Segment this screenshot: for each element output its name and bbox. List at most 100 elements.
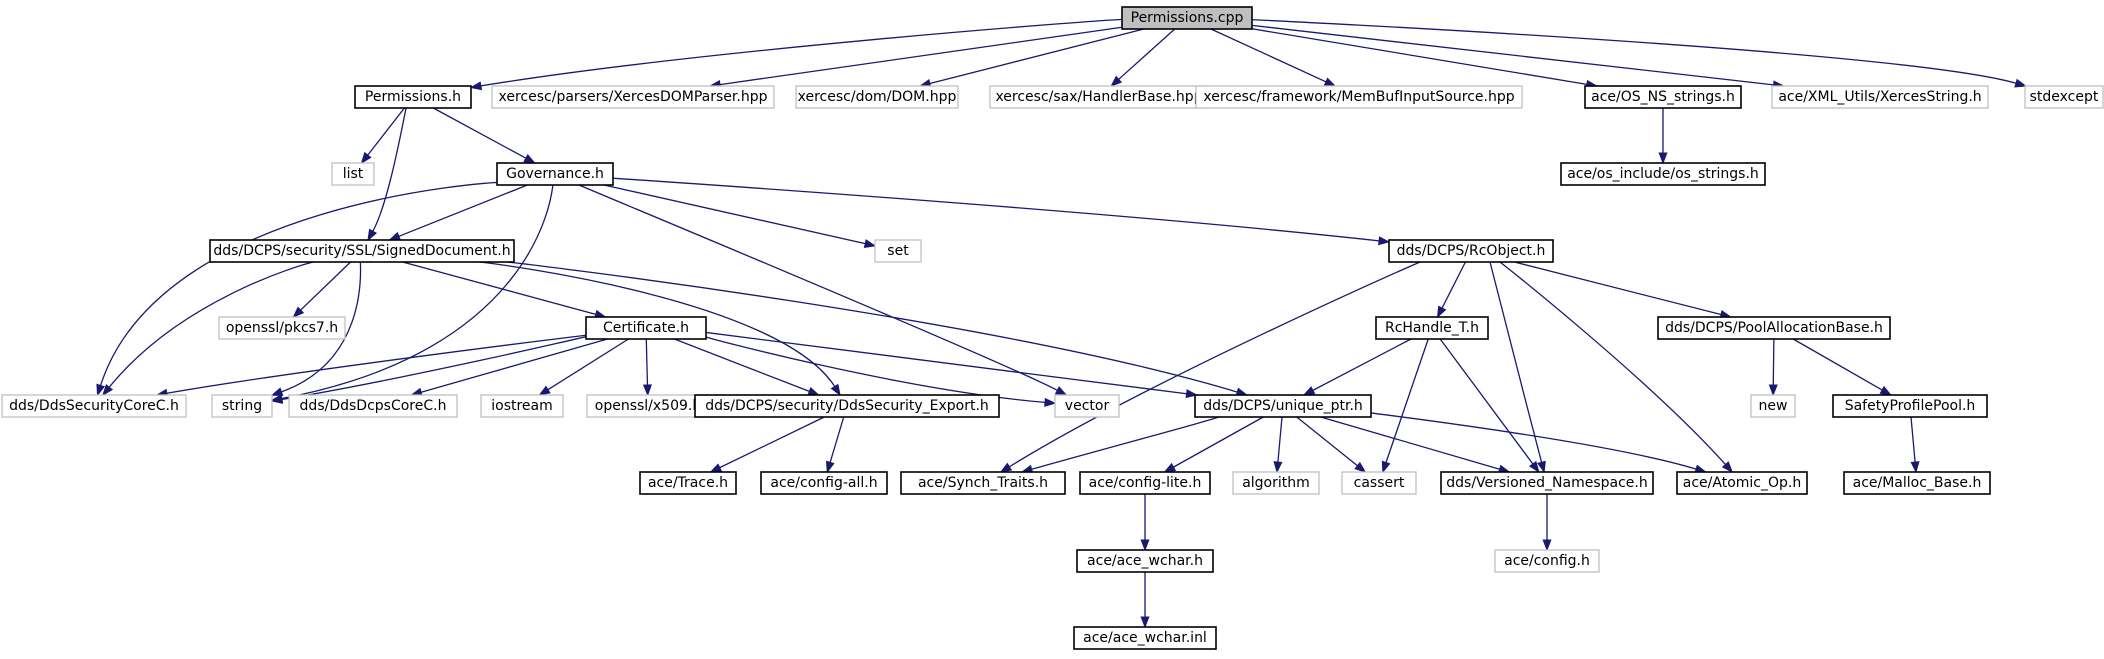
node-label: openssl/x509.h (595, 398, 701, 414)
edge-permissions-cpp-to-xerces-dom (929, 28, 1145, 85)
node-pool-alloc[interactable]: dds/DCPS/PoolAllocationBase.h (1657, 316, 1891, 340)
node-box (1657, 316, 1891, 340)
node-box (288, 394, 458, 418)
node-certificate-h[interactable]: Certificate.h (585, 316, 707, 340)
node-governance-h[interactable]: Governance.h (496, 162, 614, 186)
edge-permissions-cpp-to-os-ns-strings (1251, 28, 1587, 86)
node-rcobject[interactable]: dds/DCPS/RcObject.h (1388, 239, 1554, 263)
edge-certificate-h-to-string-arrowhead (270, 394, 284, 404)
node-label: Governance.h (506, 166, 604, 182)
node-label: openssl/pkcs7.h (226, 320, 338, 336)
edge-safety-pool-to-malloc-base (1910, 416, 1916, 463)
node-label: ace/config-lite.h (1089, 475, 1202, 491)
edge-dds-security-export-to-ace-config-all-arrowhead (825, 460, 835, 474)
node-unique-ptr[interactable]: dds/DCPS/unique_ptr.h (1194, 394, 1372, 418)
edge-pool-alloc-to-safety-pool-arrowhead (1879, 385, 1893, 396)
edge-signed-document-to-dds-security-export-arrowhead (830, 383, 841, 397)
edge-pool-alloc-to-new (1772, 338, 1775, 386)
edge-unique-ptr-to-cassert-arrowhead (1354, 461, 1367, 473)
node-label: dds/DCPS/PoolAllocationBase.h (1665, 320, 1883, 336)
node-label: ace/os_include/os_strings.h (1567, 166, 1759, 182)
node-ace-wchar-inl[interactable]: ace/ace_wchar.inl (1073, 626, 1217, 650)
node-xerces-string: ace/XML_Utils/XercesString.h (1771, 85, 1989, 109)
edge-permissions-cpp-to-xerces-domparser (719, 26, 1123, 86)
node-box (209, 239, 515, 263)
edge-rcobject-to-synch-traits (1009, 261, 1421, 468)
node-label: xercesc/parsers/XercesDOMParser.hpp (499, 89, 768, 105)
node-label: Permissions.cpp (1131, 10, 1244, 26)
node-box (694, 394, 1000, 418)
edge-certificate-h-to-string (281, 335, 587, 401)
node-algorithm: algorithm (1232, 471, 1320, 495)
node-box (1194, 394, 1372, 418)
node-malloc-base[interactable]: ace/Malloc_Base.h (1843, 471, 1991, 495)
edge-rchandle-to-cassert-arrowhead (1381, 460, 1391, 474)
edge-rchandle-to-versioned-ns (1439, 338, 1534, 465)
edge-governance-h-to-vector-arrowhead (1054, 386, 1068, 396)
edge-pool-alloc-to-new-arrowhead (1768, 384, 1778, 397)
node-label: ace/XML_Utils/XercesString.h (1778, 89, 1981, 105)
node-label: iostream (491, 398, 553, 414)
node-label: ace/OS_NS_strings.h (1591, 89, 1735, 105)
node-box (1494, 549, 1600, 573)
node-label: ace/Malloc_Base.h (1853, 475, 1982, 491)
edge-permissions-cpp-to-permissions-h (480, 18, 1123, 87)
node-set: set (874, 239, 922, 263)
node-box (491, 85, 775, 109)
node-dds-security-export[interactable]: dds/DCPS/security/DdsSecurity_Export.h (694, 394, 1000, 418)
edge-signed-document-to-unique-ptr (506, 261, 1238, 393)
node-safety-pool[interactable]: SafetyProfilePool.h (1832, 394, 1988, 418)
node-atomic-op[interactable]: ace/Atomic_Op.h (1676, 471, 1808, 495)
node-box (496, 162, 614, 186)
node-signed-document[interactable]: dds/DCPS/security/SSL/SignedDocument.h (209, 239, 515, 263)
edge-permissions-cpp-to-xerces-membuf (1210, 28, 1327, 83)
node-label: ace/ace_wchar.inl (1083, 630, 1207, 646)
node-label: string (222, 398, 262, 414)
edge-governance-h-to-rcobject-arrowhead (1378, 236, 1391, 246)
edge-rcobject-to-pool-alloc (1514, 261, 1722, 316)
edge-permissions-h-to-list (367, 107, 405, 156)
edge-rcobject-to-synch-traits-arrowhead (999, 462, 1013, 473)
node-label: RcHandle_T.h (1385, 320, 1479, 336)
node-ace-wchar-h[interactable]: ace/ace_wchar.h (1076, 549, 1214, 573)
node-box (1843, 471, 1991, 495)
edge-signed-document-to-dds-security-corec-arrowhead (102, 383, 114, 397)
edge-governance-h-to-set (603, 184, 866, 245)
node-box (354, 85, 472, 109)
node-box (2024, 85, 2104, 109)
node-xerces-domparser: xercesc/parsers/XercesDOMParser.hpp (491, 85, 775, 109)
node-box (1232, 471, 1320, 495)
edge-unique-ptr-to-algorithm (1277, 416, 1283, 463)
node-ace-trace[interactable]: ace/Trace.h (639, 471, 737, 495)
edge-rchandle-to-versioned-ns-arrowhead (1528, 460, 1540, 474)
edge-signed-document-to-string-arrowhead (270, 387, 284, 396)
edge-unique-ptr-to-config-lite (1173, 416, 1264, 468)
node-versioned-ns[interactable]: dds/Versioned_Namespace.h (1440, 471, 1654, 495)
node-label: ace/Trace.h (648, 475, 728, 491)
node-box (900, 471, 1066, 495)
edges-layer (96, 18, 2027, 629)
edge-unique-ptr-to-atomic-op (1370, 412, 1697, 470)
node-box (1832, 394, 1988, 418)
node-iostream: iostream (480, 394, 564, 418)
edge-rcobject-to-rchandle-arrowhead (1436, 305, 1447, 319)
edge-certificate-h-to-openssl-x509-arrowhead (642, 384, 652, 397)
node-os-strings[interactable]: ace/os_include/os_strings.h (1560, 162, 1766, 186)
node-box (1054, 394, 1120, 418)
node-box (218, 316, 346, 340)
node-ace-config-all[interactable]: ace/config-all.h (760, 471, 888, 495)
node-label: xercesc/sax/HandlerBase.hpp (995, 89, 1202, 105)
node-permissions-h[interactable]: Permissions.h (354, 85, 472, 109)
node-list: list (331, 162, 375, 186)
node-rchandle[interactable]: RcHandle_T.h (1375, 316, 1489, 340)
node-label: ace/config.h (1504, 553, 1590, 569)
node-os-ns-strings[interactable]: ace/OS_NS_strings.h (1584, 85, 1742, 109)
node-box (1676, 471, 1808, 495)
node-permissions-cpp[interactable]: Permissions.cpp (1121, 6, 1253, 30)
edge-governance-h-to-signed-document (398, 184, 528, 237)
edge-signed-document-to-certificate-h (402, 261, 596, 316)
node-config-lite[interactable]: ace/config-lite.h (1079, 471, 1211, 495)
node-synch-traits[interactable]: ace/Synch_Traits.h (900, 471, 1066, 495)
node-box (1375, 316, 1489, 340)
